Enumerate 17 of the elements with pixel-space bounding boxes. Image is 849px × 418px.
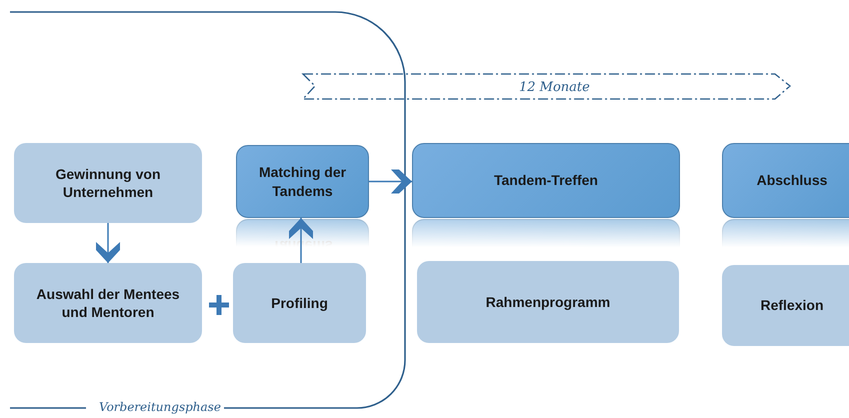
step-label: Auswahl der Mentees und Mentoren [35, 284, 181, 322]
step-box [14, 143, 202, 223]
highlight-step-box [412, 143, 680, 218]
step-label: Matching der Tandems [258, 163, 348, 200]
highlight-step-box [722, 143, 849, 218]
step-label: Abschluss [756, 171, 828, 190]
highlight-step-box [236, 145, 369, 218]
step-box [722, 265, 849, 346]
step-label: Profiling [270, 294, 329, 312]
step-label: Rahmenprogramm [484, 292, 612, 312]
step-label: Tandem-Treffen [493, 171, 599, 190]
duration-label: 12 Monate [518, 80, 591, 95]
step-label: Gewinnung von Unternehmen [54, 164, 162, 202]
step-box [14, 263, 202, 343]
step-box [233, 263, 366, 343]
step-box [417, 261, 679, 343]
step-label: Reflexion [759, 296, 824, 315]
